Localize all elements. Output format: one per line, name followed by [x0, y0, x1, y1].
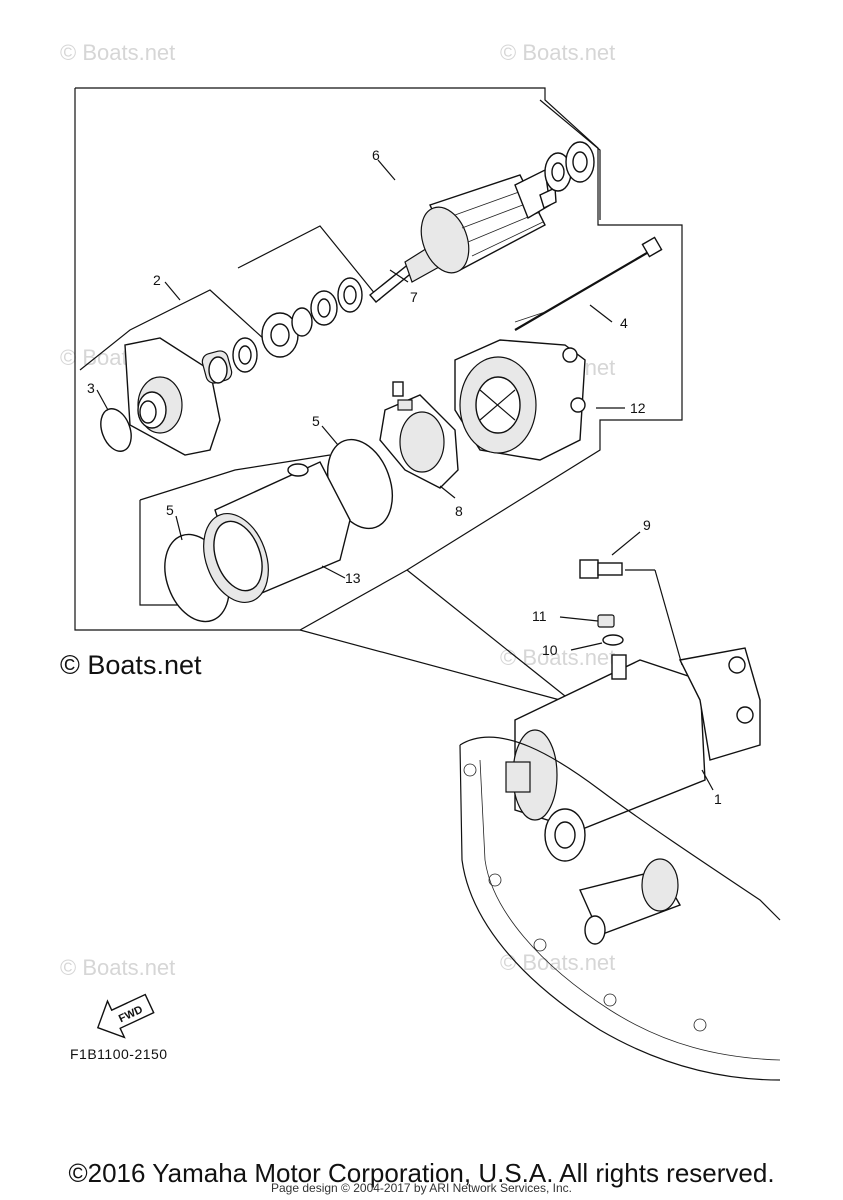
- brush-plate-washer: [261, 312, 299, 358]
- callout-2: 2: [153, 272, 161, 288]
- callout-7: 7: [410, 289, 418, 305]
- brush-holder-part-8: [379, 381, 459, 489]
- bearing: [201, 350, 233, 384]
- callout-1: 1: [714, 791, 722, 807]
- watermark: © Boats.net: [60, 40, 176, 65]
- brand-watermark: © Boats.net: [60, 650, 202, 680]
- page-design-notice: Page design © 2004-2017 by ARI Network S…: [270, 1181, 572, 1195]
- washer-part-10: [602, 634, 624, 646]
- rear-cover-part-12: [454, 339, 586, 461]
- callout-5: 5: [312, 413, 320, 429]
- callout-9: 9: [643, 517, 651, 533]
- watermark: © Boats.net: [500, 645, 616, 670]
- fwd-arrow-icon: FWD: [96, 993, 155, 1039]
- copyright-notice: ©2016 Yamaha Motor Corporation, U.S.A. A…: [68, 1158, 775, 1188]
- bolt-part-9: [579, 559, 623, 579]
- watermark: © Boats.net: [60, 955, 176, 980]
- callout-13: 13: [345, 570, 361, 586]
- watermark: © Boats.net: [500, 40, 616, 65]
- front-cover-part-2: [124, 337, 221, 456]
- callout-8: 8: [455, 503, 463, 519]
- o-ring-part-3: [100, 408, 132, 452]
- starting-motor-part-1: [505, 647, 761, 831]
- callout-6: 6: [372, 147, 380, 163]
- callout-10: 10: [542, 642, 558, 658]
- callout-12: 12: [630, 400, 646, 416]
- callout-3: 3: [87, 380, 95, 396]
- crankcase: [459, 736, 781, 1081]
- through-bolt-part-4: [514, 236, 663, 331]
- callout-5: 5: [166, 502, 174, 518]
- armature-part-6: [368, 168, 557, 303]
- callout-11: 11: [532, 608, 547, 624]
- diagram-code: F1B1100-2150: [70, 1046, 168, 1062]
- callout-4: 4: [620, 315, 628, 331]
- yoke-part-13: [203, 461, 351, 604]
- nut-part-11: [597, 614, 615, 628]
